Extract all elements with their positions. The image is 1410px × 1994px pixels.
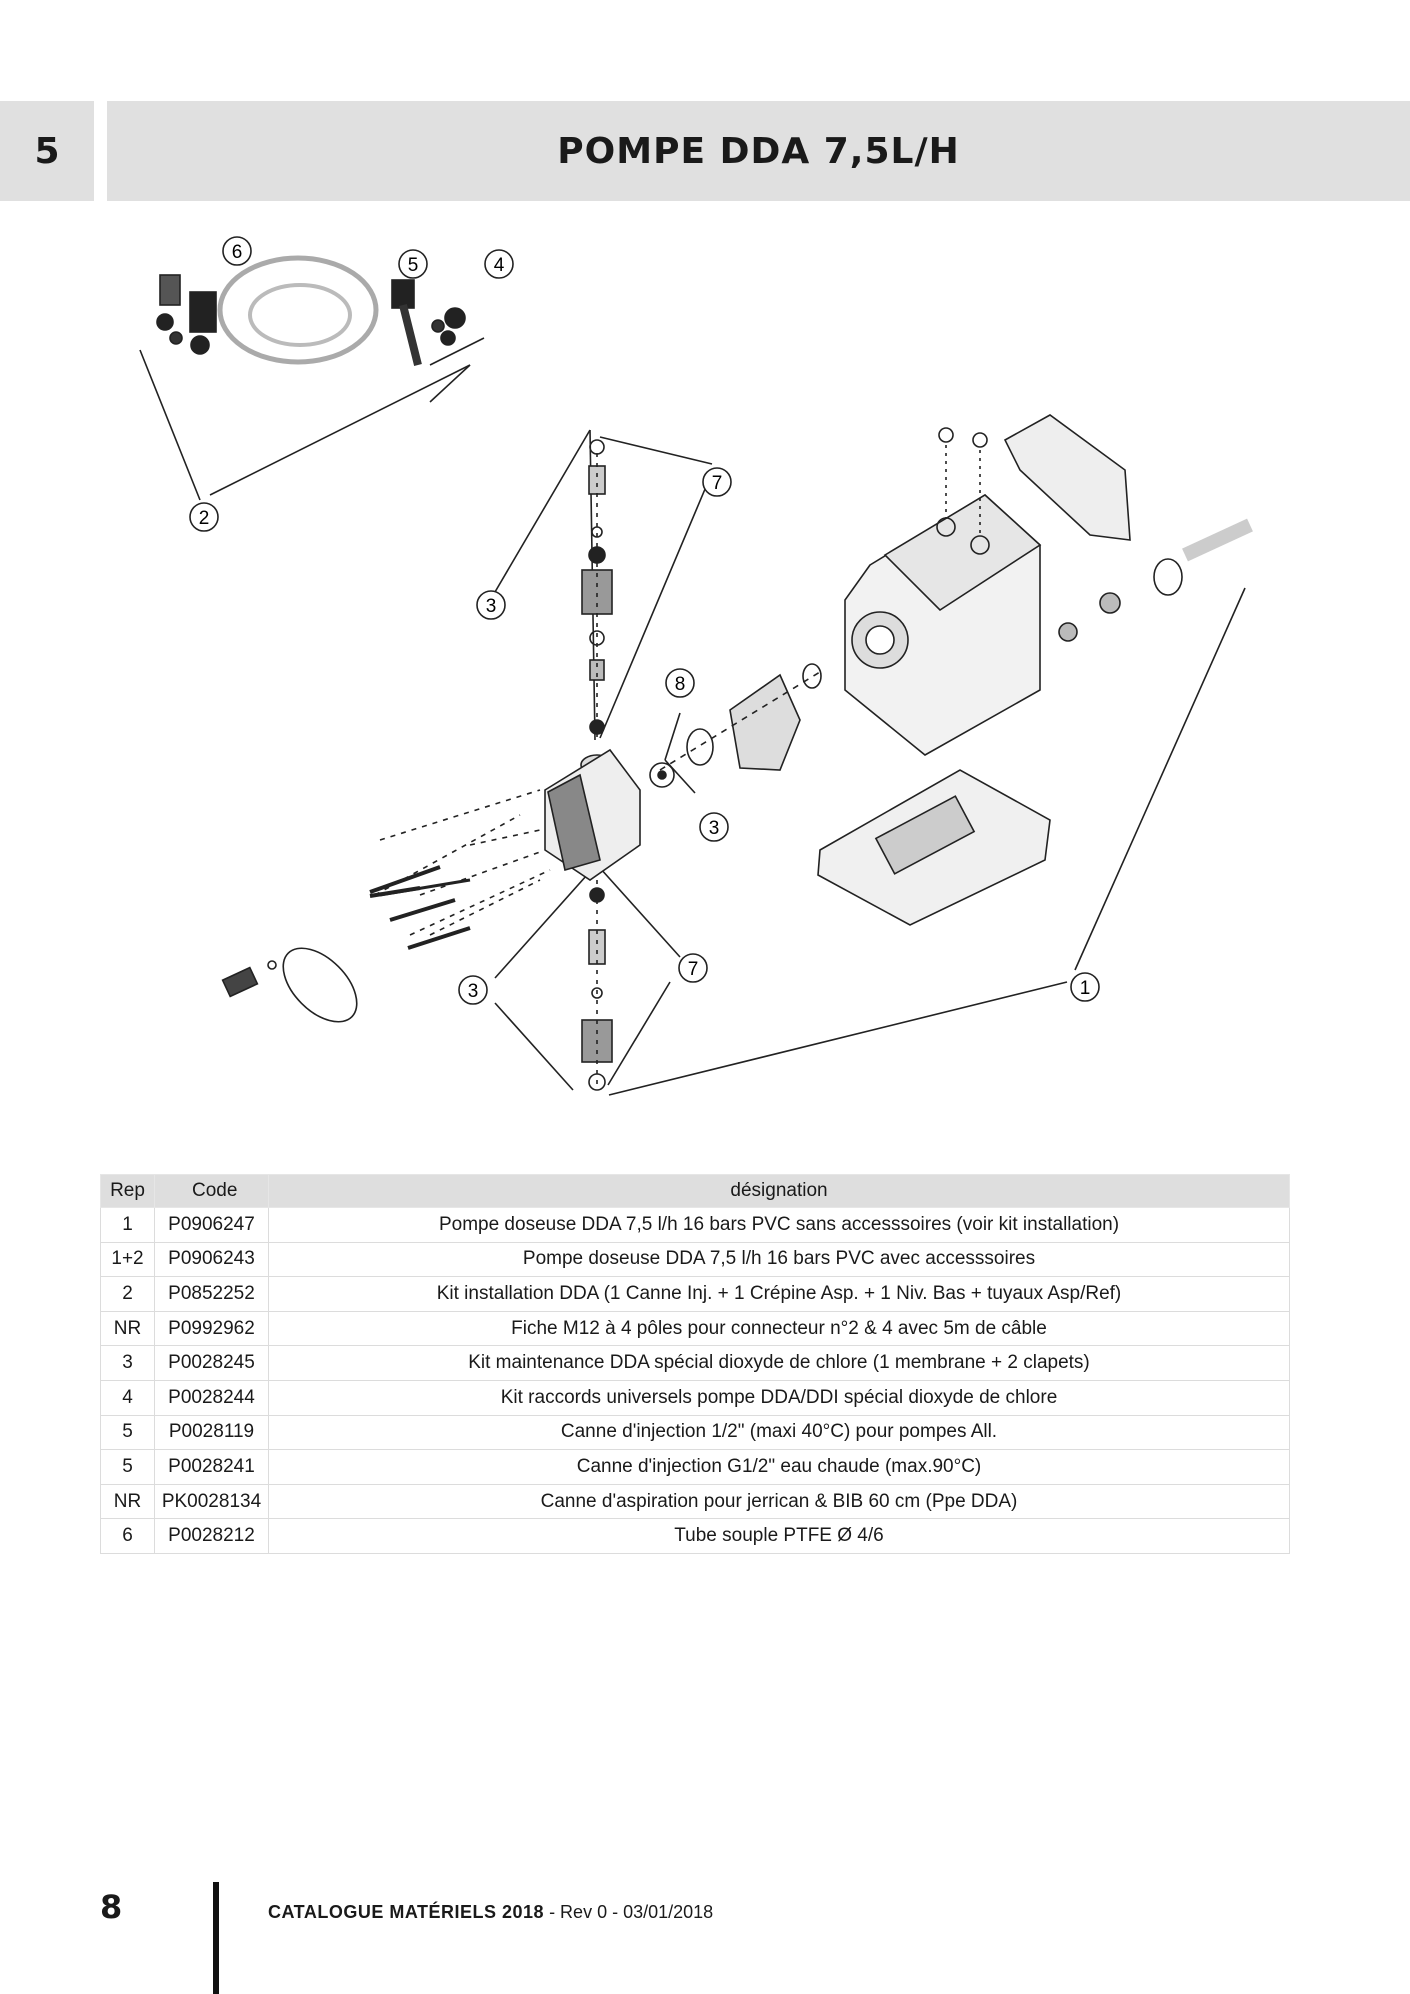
cell-designation: Kit maintenance DDA spécial dioxyde de c…	[268, 1345, 1290, 1381]
table-row: 3 P0028245 Kit maintenance DDA spécial d…	[100, 1345, 1290, 1381]
cell-designation: Canne d'injection G1/2" eau chaude (max.…	[268, 1449, 1290, 1485]
parts-table: Rep Code désignation 1 P0906247 Pompe do…	[100, 1174, 1290, 1554]
table-header-row: Rep Code désignation	[100, 1174, 1290, 1208]
cell-designation: Kit raccords universels pompe DDA/DDI sp…	[268, 1379, 1290, 1416]
svg-text:6: 6	[232, 242, 243, 263]
table-row: 5 P0028119 Canne d'injection 1/2" (maxi …	[100, 1414, 1290, 1451]
table-row: 4 P0028244 Kit raccords universels pompe…	[100, 1379, 1290, 1416]
svg-text:2: 2	[199, 508, 210, 529]
callout-3-middle: 3	[699, 812, 729, 842]
svg-text:7: 7	[712, 473, 723, 494]
cell-rep: NR	[100, 1483, 155, 1520]
cell-rep: 4	[100, 1379, 155, 1416]
callout-4: 4	[484, 249, 514, 279]
cell-code: P0028241	[154, 1449, 269, 1485]
column-header-rep: Rep	[100, 1174, 155, 1208]
cell-code: P0906247	[154, 1207, 269, 1243]
svg-text:4: 4	[494, 255, 505, 276]
cell-rep: 5	[100, 1414, 155, 1451]
cell-code: P0028119	[154, 1414, 269, 1451]
table-row: 1+2 P0906243 Pompe doseuse DDA 7,5 l/h 1…	[100, 1241, 1290, 1278]
table-row: NR P0992962 Fiche M12 à 4 pôles pour con…	[100, 1310, 1290, 1347]
column-header-code: Code	[154, 1174, 269, 1208]
svg-text:3: 3	[709, 818, 720, 839]
cell-rep: 6	[100, 1518, 155, 1554]
cell-rep: 3	[100, 1345, 155, 1381]
cell-rep: 1+2	[100, 1241, 155, 1278]
cell-rep: 2	[100, 1276, 155, 1312]
cell-code: P0852252	[154, 1276, 269, 1312]
svg-text:5: 5	[408, 255, 419, 276]
cell-code: P0906243	[154, 1241, 269, 1278]
callout-6: 6	[222, 236, 252, 266]
svg-text:1: 1	[1080, 978, 1091, 999]
footer-divider	[213, 1882, 219, 1994]
svg-text:3: 3	[468, 981, 479, 1002]
cell-code: P0028244	[154, 1379, 269, 1416]
table-row: 6 P0028212 Tube souple PTFE Ø 4/6	[100, 1518, 1290, 1554]
cell-code: PK0028134	[154, 1483, 269, 1520]
callout-7-upper: 7	[702, 467, 732, 497]
section-number: 5	[0, 101, 94, 201]
cell-code: P0028212	[154, 1518, 269, 1554]
cell-rep: NR	[100, 1310, 155, 1347]
cell-code: P0992962	[154, 1310, 269, 1347]
footer-label: CATALOGUE MATÉRIELS 2018 - Rev 0 - 03/01…	[268, 1902, 713, 1923]
callout-3-upper: 3	[476, 590, 506, 620]
callout-7-lower: 7	[678, 953, 708, 983]
cell-designation: Canne d'injection 1/2" (maxi 40°C) pour …	[268, 1414, 1290, 1451]
revision-info: - Rev 0 - 03/01/2018	[549, 1902, 714, 1922]
callout-3-lower: 3	[458, 975, 488, 1005]
page-title: POMPE DDA 7,5L/H	[107, 101, 1410, 201]
cell-designation: Canne d'aspiration pour jerrican & BIB 6…	[268, 1483, 1290, 1520]
table-row: 5 P0028241 Canne d'injection G1/2" eau c…	[100, 1449, 1290, 1485]
callout-5: 5	[398, 249, 428, 279]
callout-2: 2	[189, 502, 219, 532]
cell-designation: Pompe doseuse DDA 7,5 l/h 16 bars PVC av…	[268, 1241, 1290, 1278]
table-row: NR PK0028134 Canne d'aspiration pour jer…	[100, 1483, 1290, 1520]
callout-8: 8	[665, 668, 695, 698]
table-row: 1 P0906247 Pompe doseuse DDA 7,5 l/h 16 …	[100, 1207, 1290, 1243]
svg-text:3: 3	[486, 596, 497, 617]
column-header-designation: désignation	[268, 1174, 1290, 1208]
cell-designation: Pompe doseuse DDA 7,5 l/h 16 bars PVC sa…	[268, 1207, 1290, 1243]
cell-rep: 5	[100, 1449, 155, 1485]
page-number: 8	[100, 1888, 123, 1926]
cell-designation: Kit installation DDA (1 Canne Inj. + 1 C…	[268, 1276, 1290, 1312]
table-row: 2 P0852252 Kit installation DDA (1 Canne…	[100, 1276, 1290, 1312]
cell-designation: Fiche M12 à 4 pôles pour connecteur n°2 …	[268, 1310, 1290, 1347]
cell-designation: Tube souple PTFE Ø 4/6	[268, 1518, 1290, 1554]
cell-code: P0028245	[154, 1345, 269, 1381]
svg-text:8: 8	[675, 674, 686, 695]
catalogue-title: CATALOGUE MATÉRIELS 2018	[268, 1902, 545, 1922]
exploded-view-diagram: 1 2 3 3 3 4 5 6 7 7 8	[139, 236, 1253, 1096]
svg-text:7: 7	[688, 959, 699, 980]
callout-1: 1	[1070, 972, 1100, 1002]
cell-rep: 1	[100, 1207, 155, 1243]
